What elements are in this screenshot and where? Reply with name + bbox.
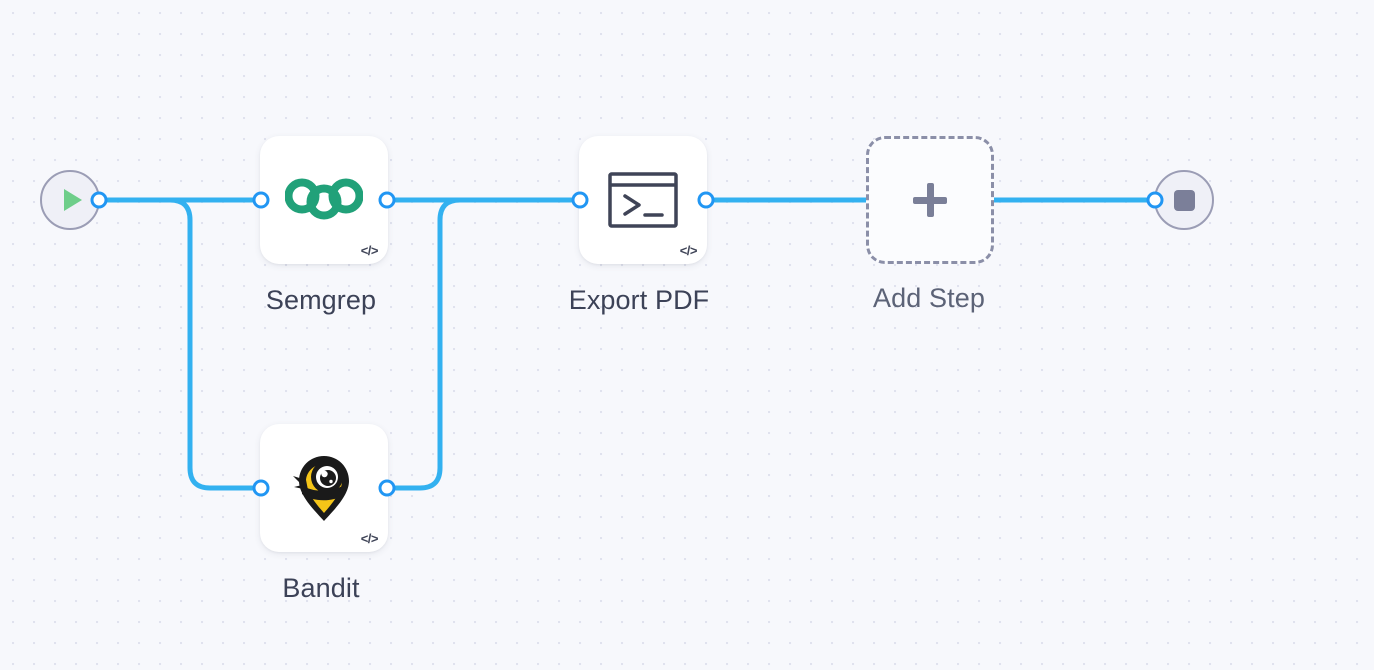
bandit-input-port[interactable] xyxy=(252,479,270,497)
add-step-node[interactable] xyxy=(866,136,994,264)
stop-node-circle[interactable] xyxy=(1154,170,1214,230)
terminal-icon xyxy=(608,172,678,228)
add-step-label: Add Step xyxy=(873,283,985,313)
bandit-output-port[interactable] xyxy=(378,479,396,497)
play-icon xyxy=(63,189,82,211)
step-node-semgrep[interactable]: </> xyxy=(260,136,388,264)
start-node[interactable] xyxy=(40,170,100,230)
edge-bandit-to-exportpdf xyxy=(384,197,583,491)
step-node-bandit[interactable]: </> xyxy=(260,424,388,552)
plus-icon xyxy=(913,183,947,217)
step-label-export-pdf: Export PDF xyxy=(568,285,710,315)
stop-node[interactable] xyxy=(1154,170,1214,230)
step-node-export-pdf[interactable]: </> xyxy=(579,136,707,264)
start-node-circle[interactable] xyxy=(40,170,100,230)
stop-node-input-port[interactable] xyxy=(1146,191,1164,209)
semgrep-logo-icon xyxy=(285,178,363,220)
edge-start-to-bandit xyxy=(96,197,264,491)
step-label-semgrep: Semgrep xyxy=(265,285,377,315)
semgrep-input-port[interactable] xyxy=(252,191,270,209)
start-node-output-port[interactable] xyxy=(90,191,108,209)
bandit-card[interactable]: </> xyxy=(260,424,388,552)
code-badge-icon: </> xyxy=(360,531,379,546)
semgrep-output-port[interactable] xyxy=(378,191,396,209)
export-pdf-card[interactable]: </> xyxy=(579,136,707,264)
add-step-card[interactable] xyxy=(866,136,994,264)
bandit-logo-icon xyxy=(293,456,349,521)
code-badge-icon: </> xyxy=(679,243,698,258)
step-label-bandit: Bandit xyxy=(282,573,360,603)
stop-square-icon xyxy=(1173,189,1195,211)
export-pdf-output-port[interactable] xyxy=(697,191,715,209)
semgrep-card[interactable]: </> xyxy=(260,136,388,264)
export-pdf-input-port[interactable] xyxy=(571,191,589,209)
code-badge-icon: </> xyxy=(360,243,379,258)
